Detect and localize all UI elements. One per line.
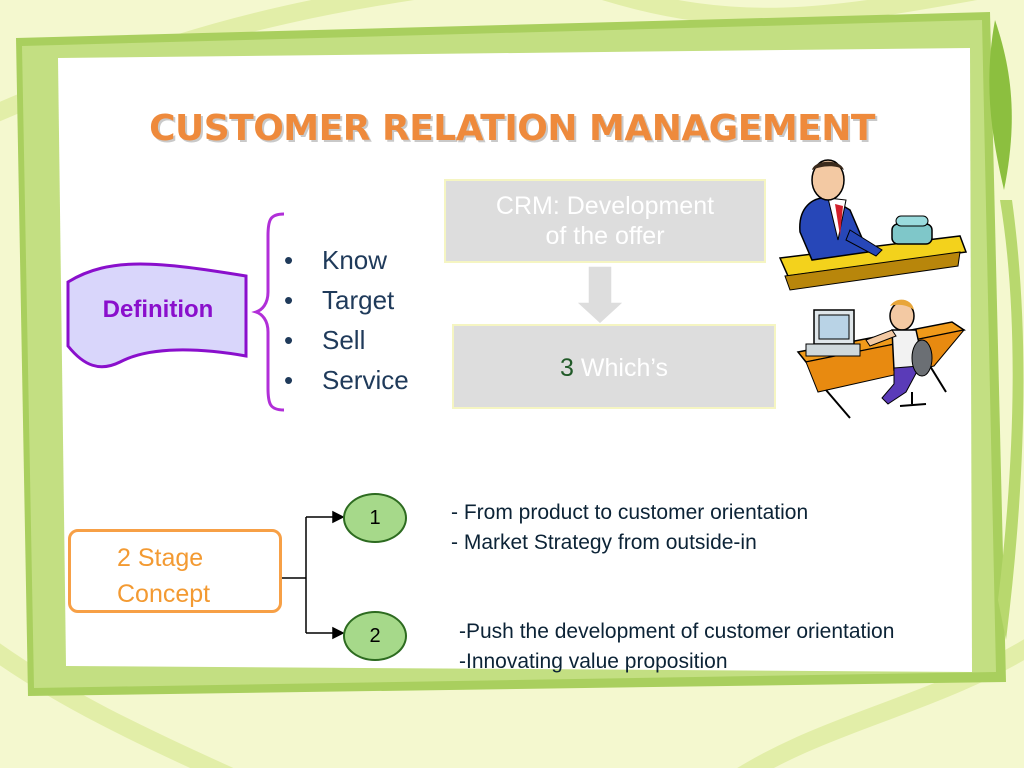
stage-concept-box	[68, 529, 282, 613]
bullet-icon: •	[284, 285, 294, 315]
down-arrow-icon	[574, 265, 626, 326]
list-item: • Service	[284, 360, 409, 400]
step-1-line1: - From product to customer orientation	[451, 501, 809, 524]
definition-label: Definition	[102, 296, 214, 323]
step-1-line2: - Market Strategy from outside-in	[451, 531, 757, 554]
definition-list: • Know • Target • Sell • Service	[284, 240, 409, 400]
list-item-label: Know	[322, 245, 388, 275]
list-item-label: Service	[322, 365, 409, 395]
stage-connectors	[282, 510, 345, 640]
decorative-ribbon	[998, 200, 1024, 640]
step-2-line2: -Innovating value proposition	[459, 650, 728, 673]
step-1-circle: 1	[343, 493, 407, 543]
list-item: • Sell	[284, 320, 409, 360]
which-number: 3	[560, 354, 574, 382]
which-word: Which’s	[580, 354, 668, 382]
step-1-description: - From product to customer orientation -…	[451, 498, 808, 558]
definition-banner	[66, 262, 248, 369]
step-2-circle: 2	[343, 611, 407, 661]
crm-box-line1: CRM: Development	[495, 192, 715, 220]
stage-line1: 2 Stage	[117, 544, 204, 572]
crm-development-box: CRM: Development of the offer	[444, 179, 766, 263]
bullet-icon: •	[284, 325, 294, 355]
stage-line2: Concept	[117, 580, 211, 608]
which-box: 3 Which’s	[452, 324, 776, 409]
step-2-description: -Push the development of customer orient…	[459, 617, 894, 677]
decorative-leaf	[989, 20, 1012, 190]
businessman-phone-icon	[778, 159, 968, 291]
list-item-label: Sell	[322, 325, 366, 355]
bullet-icon: •	[284, 365, 294, 395]
list-item-label: Target	[322, 285, 395, 315]
curly-brace	[251, 212, 285, 412]
bullet-icon: •	[284, 245, 294, 275]
step-2-line1: -Push the development of customer orient…	[459, 620, 895, 643]
page-title: CUSTOMER RELATION MANAGEMENT	[149, 108, 875, 149]
computer-worker-icon	[796, 299, 966, 419]
crm-box-line2: of the offer	[545, 222, 665, 250]
list-item: • Target	[284, 280, 409, 320]
list-item: • Know	[284, 240, 409, 280]
stage-concept-label: 2 Stage Concept	[117, 540, 210, 612]
